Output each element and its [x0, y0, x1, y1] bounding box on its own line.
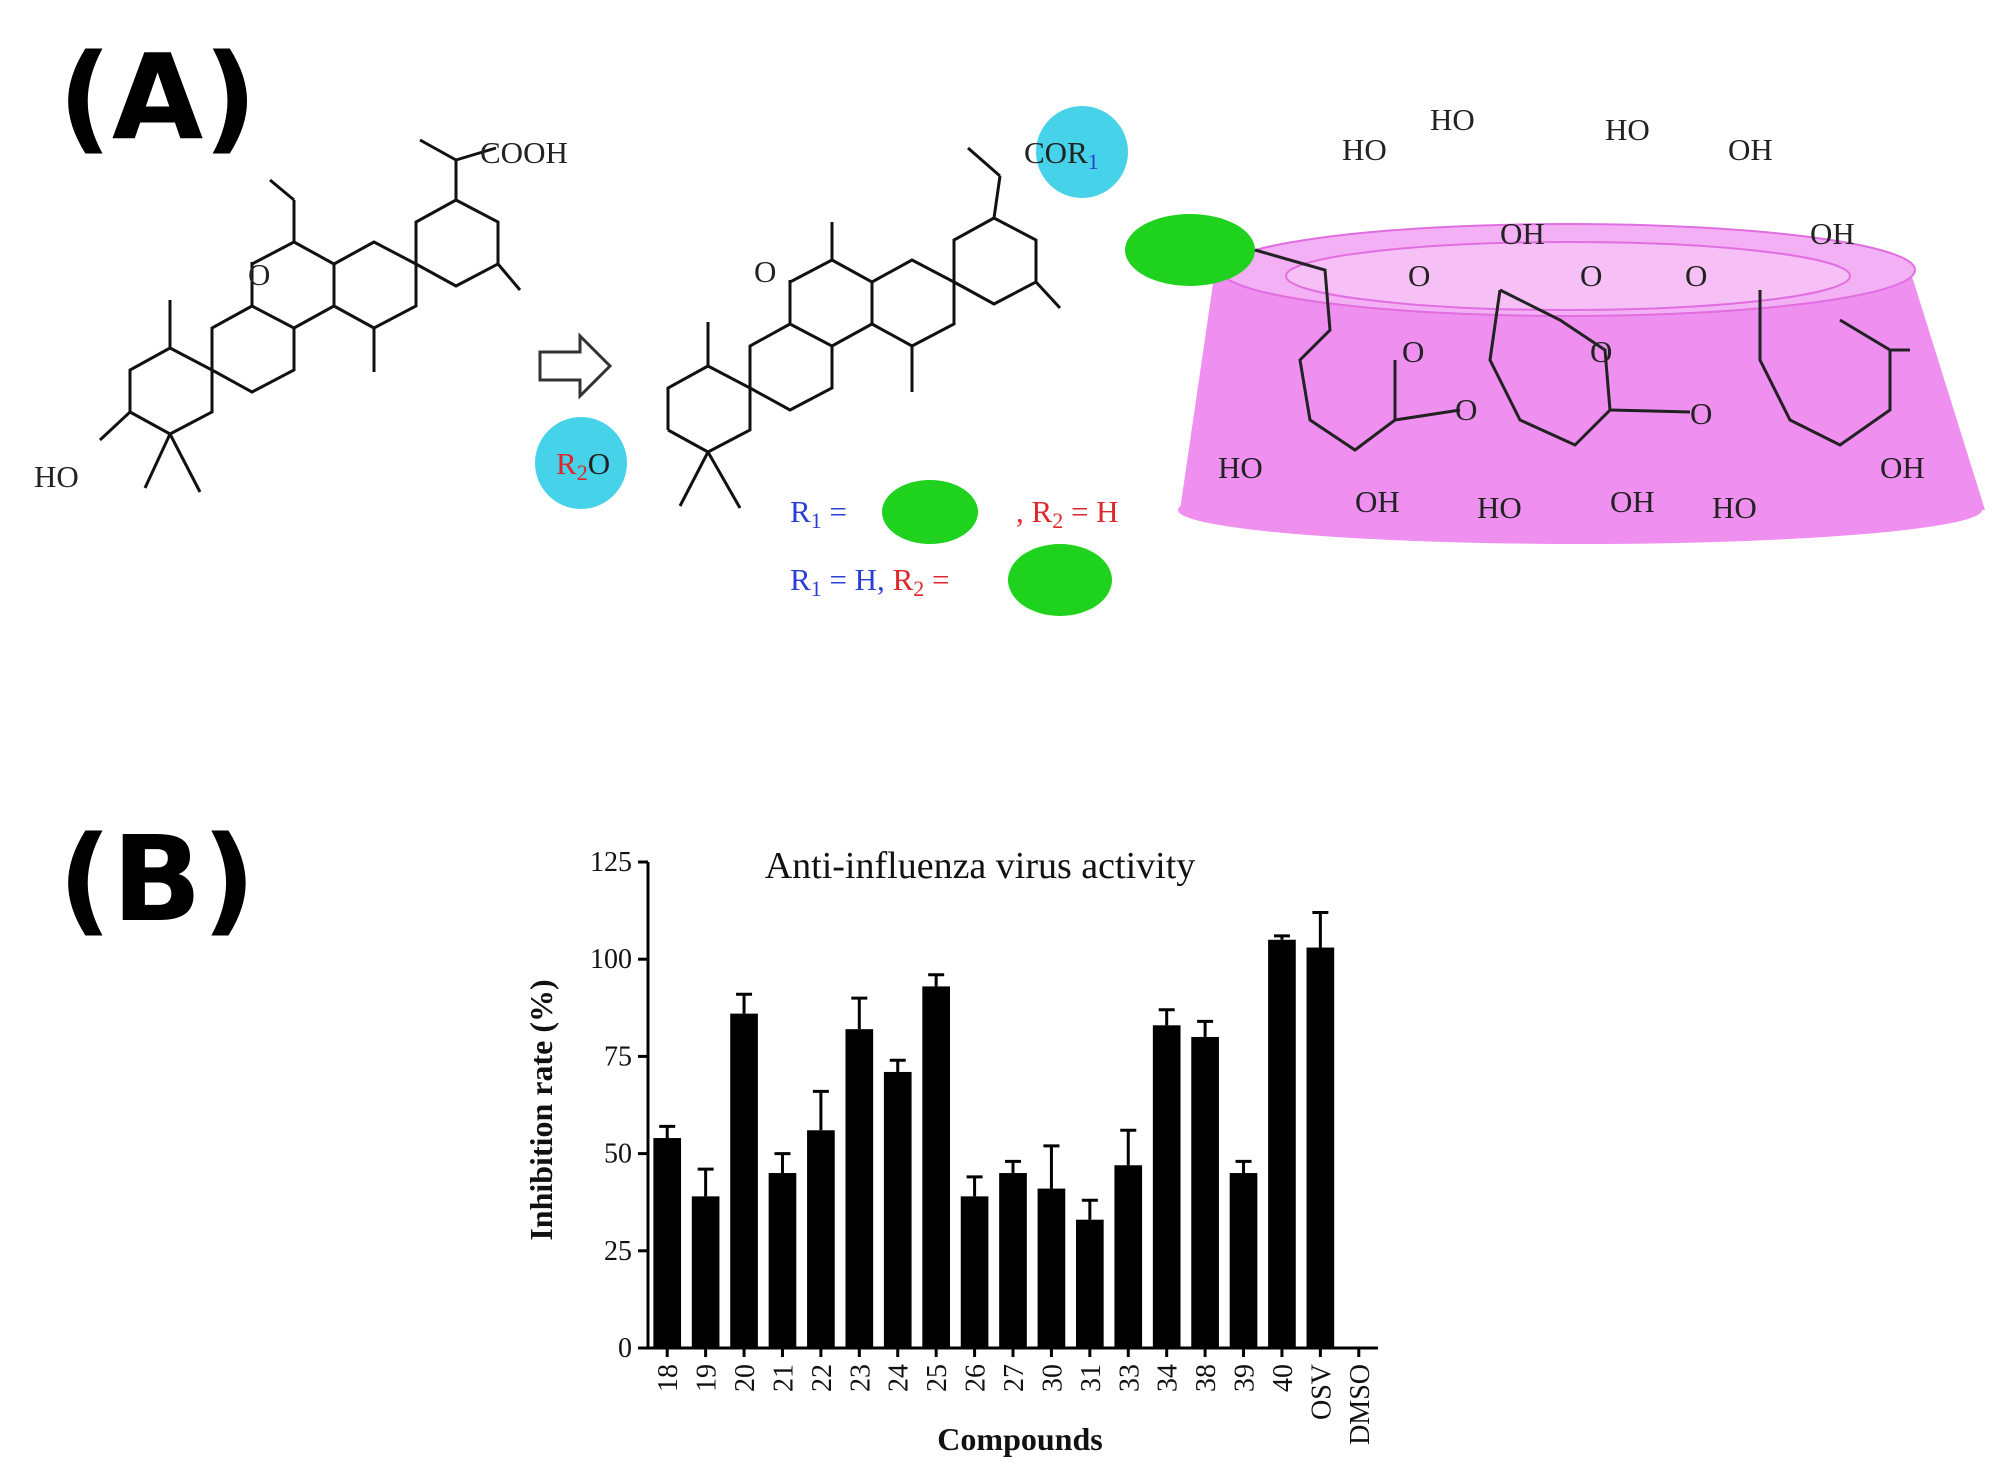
bar-25	[922, 986, 950, 1348]
bar-33	[1114, 1165, 1143, 1348]
bar-30	[1037, 1188, 1066, 1348]
x-tick-label-26: 26	[961, 1364, 992, 1392]
x-tick-label-38: 38	[1191, 1364, 1222, 1392]
x-tick-label-27: 27	[999, 1364, 1030, 1392]
x-tick-label-18: 18	[653, 1364, 684, 1392]
panel-label-a: (A)	[58, 28, 258, 166]
bar-OSV	[1306, 947, 1335, 1348]
y-tick-label: 100	[590, 944, 632, 975]
bar-31	[1076, 1219, 1104, 1348]
bar-27	[999, 1173, 1027, 1348]
x-tick-label-19: 19	[692, 1364, 723, 1392]
x-tick-label-33: 33	[1114, 1364, 1145, 1392]
bar-39	[1229, 1173, 1258, 1348]
x-tick-label-40: 40	[1268, 1364, 1299, 1392]
x-tick-label-DMSO: DMSO	[1345, 1364, 1376, 1445]
x-tick-label-20: 20	[730, 1364, 761, 1392]
y-tick-label: 0	[618, 1333, 632, 1364]
y-tick-label: 50	[604, 1139, 632, 1170]
chart-title: Anti-influenza virus activity	[765, 845, 1196, 887]
x-tick-label-24: 24	[884, 1364, 915, 1392]
x-tick-label-22: 22	[807, 1364, 838, 1392]
x-tick-label-30: 30	[1037, 1364, 1068, 1392]
bar-18	[653, 1138, 682, 1348]
x-tick-label-39: 39	[1230, 1364, 1261, 1392]
y-tick-label: 125	[590, 847, 632, 878]
bar-19	[691, 1196, 720, 1348]
x-tick-label-OSV: OSV	[1306, 1364, 1337, 1420]
x-tick-label-34: 34	[1153, 1364, 1184, 1392]
bar-34	[1152, 1025, 1181, 1348]
bar-38	[1191, 1036, 1219, 1348]
bar-20	[730, 1013, 758, 1348]
bar-22	[807, 1130, 835, 1348]
panel-label-b: (B)	[58, 810, 256, 948]
x-axis-title: Compounds	[937, 1421, 1102, 1457]
x-tick-label-31: 31	[1076, 1364, 1107, 1392]
bar-26	[960, 1196, 989, 1348]
x-tick-label-23: 23	[845, 1364, 876, 1392]
bar-24	[883, 1071, 912, 1348]
bar-23	[845, 1029, 874, 1348]
y-axis-title: Inhibition rate (%)	[523, 979, 559, 1240]
x-tick-label-25: 25	[922, 1364, 953, 1392]
y-tick-label: 75	[604, 1041, 632, 1072]
y-tick-label: 25	[604, 1236, 632, 1267]
bar-40	[1268, 939, 1296, 1348]
bar-21	[768, 1173, 797, 1348]
x-tick-label-21: 21	[768, 1364, 799, 1392]
